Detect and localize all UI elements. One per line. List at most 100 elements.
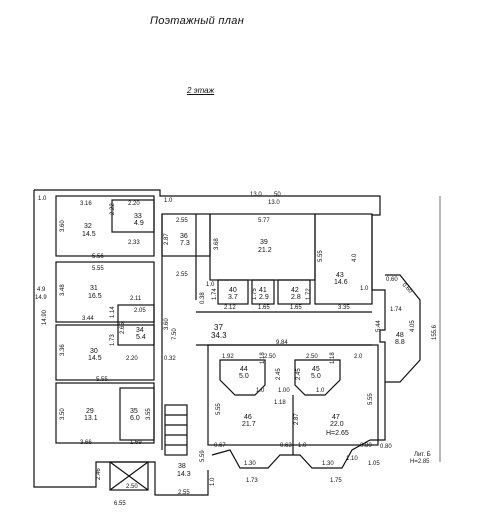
room-area: 5.4 — [136, 334, 146, 341]
room-number: 35 — [130, 408, 138, 415]
lit-label: Лит. Б — [414, 452, 431, 458]
dim: 50 — [274, 192, 281, 198]
dim: 5.56 — [92, 254, 104, 260]
dim: 0.67 — [214, 443, 226, 449]
plan-title: Поэтажный план — [150, 15, 245, 27]
floor-label: 2 этаж — [187, 86, 215, 95]
room-height: H=2.65 — [326, 430, 349, 437]
elevator-shaft — [109, 461, 149, 491]
dim: 13.0 — [268, 200, 280, 206]
dim: 1.0 — [316, 388, 325, 394]
dim: 2.65 — [120, 322, 126, 334]
dim: 0.80 — [380, 444, 392, 450]
room-area: 5.0 — [311, 373, 321, 380]
dim: 2.55 — [176, 272, 188, 278]
dim: 2.20 — [128, 201, 140, 207]
room-number: 37 — [214, 323, 223, 332]
dim: 1.73 — [110, 334, 116, 346]
dim: 1.73 — [246, 478, 258, 484]
dim: 1.0 — [206, 282, 215, 288]
room-number: 40 — [229, 287, 237, 294]
room-number: 34 — [136, 327, 144, 334]
dim: 1.74 — [212, 288, 218, 300]
dim: 5.77 — [258, 218, 270, 224]
room-31 — [55, 261, 155, 323]
dim: 3.35 — [338, 305, 350, 311]
dim: 3.55 — [146, 408, 152, 420]
room-area: 34.3 — [211, 331, 227, 340]
room-area: 22.0 — [330, 421, 344, 428]
dim: 7.50 — [172, 328, 178, 340]
room-area: 7.3 — [180, 240, 190, 247]
room-number: 43 — [336, 272, 344, 279]
room-area: 6.0 — [130, 415, 140, 422]
dim: 1.0 — [38, 196, 47, 202]
room-area: 14.3 — [177, 471, 191, 478]
room-number: 47 — [332, 414, 340, 421]
dim: 0.80 — [360, 443, 372, 449]
room-area: 5.0 — [239, 373, 249, 380]
dim: 4.05 — [410, 320, 416, 332]
height-label: H=2.85 — [410, 459, 430, 465]
dim: 2.50 — [126, 484, 138, 490]
room-area: 14.6 — [334, 279, 348, 286]
dim: 0.63 — [280, 443, 292, 449]
dim: 3.60 — [60, 220, 66, 232]
dim: 1.10 — [346, 456, 358, 462]
room-number: 33 — [134, 213, 142, 220]
room-45 — [294, 359, 341, 396]
dim: 5.55 — [92, 266, 104, 272]
room-number: 42 — [291, 287, 299, 294]
dim: 1.74 — [390, 307, 402, 313]
dim: 0.60 — [401, 282, 414, 295]
dim: 1.00 — [278, 388, 290, 394]
room-number: 44 — [240, 366, 248, 373]
dim: 1.65 — [258, 305, 270, 311]
dim: 2.0 — [354, 354, 363, 360]
room-area: 2.8 — [291, 294, 301, 301]
dim: 1.75 — [252, 288, 258, 300]
room-area: 14.5 — [88, 355, 102, 362]
dim: 5.55 — [318, 250, 324, 262]
room-30 — [55, 324, 155, 381]
dim: 1.75 — [330, 478, 342, 484]
room-33 — [111, 199, 155, 233]
dim: 5.44 — [376, 320, 382, 332]
room-number: 30 — [90, 348, 98, 355]
room-number: 45 — [312, 366, 320, 373]
room-number: 31 — [90, 285, 98, 292]
dim: 5.55 — [96, 377, 108, 383]
dim: 2.55 — [176, 218, 188, 224]
dim: 1.05 — [368, 461, 380, 467]
room-42 — [277, 279, 311, 305]
dim: 1.0 — [210, 477, 216, 486]
dim: 5.55 — [368, 393, 374, 405]
dim: 3.48 — [60, 284, 66, 296]
dim: 1.0 — [360, 286, 369, 292]
room-area: 16.5 — [88, 293, 102, 300]
dim: 2.33 — [128, 240, 140, 246]
room-number: 32 — [84, 223, 92, 230]
dim: 1.18 — [260, 352, 266, 364]
dim: 3.16 — [80, 201, 92, 207]
dim: 2.87 — [294, 413, 300, 425]
dim: 4.9 — [37, 287, 46, 293]
dim: 2.45 — [296, 368, 302, 380]
dim: 2.20 — [126, 356, 138, 362]
dim: 5.59 — [200, 450, 206, 462]
room-area: 21.7 — [242, 421, 256, 428]
room-number: 38 — [178, 463, 186, 470]
dim: 155.6 — [432, 324, 438, 340]
dim: 3.66 — [80, 440, 92, 446]
dim: 1.0 — [164, 198, 173, 204]
dim: 4.0 — [352, 253, 358, 262]
dim: 2.55 — [178, 490, 190, 496]
dim: 1.65 — [290, 305, 302, 311]
dim: 2.22 — [110, 203, 116, 215]
dim: 3.50 — [60, 408, 66, 420]
dim: 0.32 — [164, 356, 176, 362]
staircase — [164, 404, 188, 456]
room-area: 21.2 — [258, 247, 272, 254]
dim: 2.50 — [306, 354, 318, 360]
